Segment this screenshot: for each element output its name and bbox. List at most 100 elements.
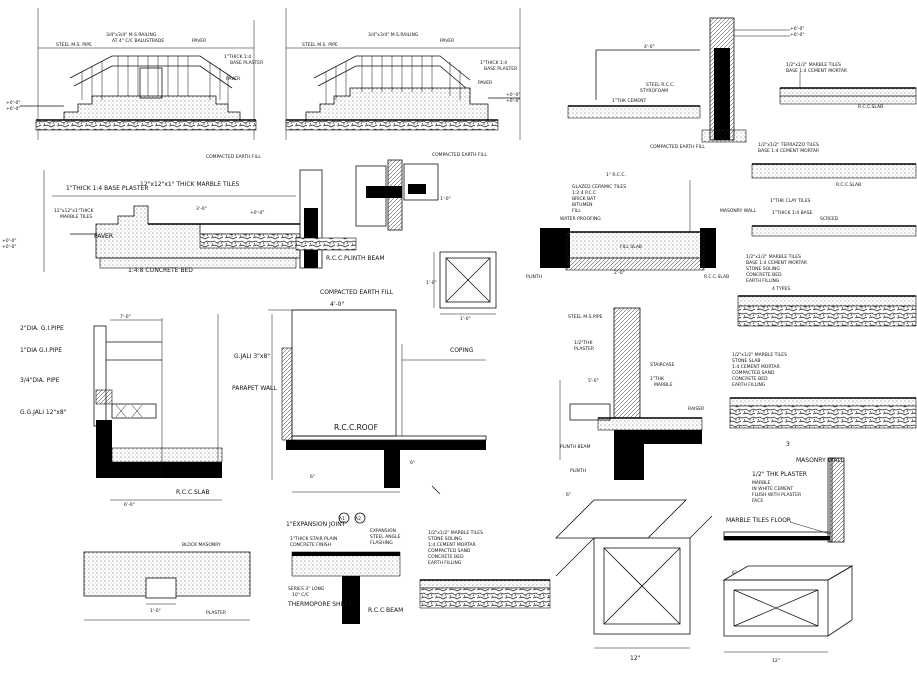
svg-text:+0'-0": +0'-0" (506, 92, 520, 98)
svg-text:COMPACTED SAND: COMPACTED SAND (732, 370, 775, 376)
svg-text:BLOCK MASONRY: BLOCK MASONRY (182, 542, 221, 548)
plinth-beam-label: R.C.C.PLINTH BEAM (326, 255, 385, 262)
gi-pipe-34-label: 3/4"DIA. PIPE (20, 377, 60, 384)
svg-text:BASE 1:4 CEMENT MORTAR: BASE 1:4 CEMENT MORTAR (786, 68, 847, 74)
svg-text:1"THICK 1:4 BASE: 1"THICK 1:4 BASE (772, 210, 813, 216)
svg-text:STONE SOLING: STONE SOLING (746, 266, 780, 272)
svg-text:1'-0": 1'-0" (150, 608, 161, 614)
floor-tank-section: GLAZED CERAMIC TILES 1:2:4 P.C.C BRICK B… (526, 172, 757, 280)
svg-text:2'-0": 2'-0" (614, 270, 625, 276)
paver-label: PAVER (94, 233, 113, 240)
svg-text:1:4 CEMENT MORTAR: 1:4 CEMENT MORTAR (428, 542, 476, 548)
svg-text:STYROFOAM: STYROFOAM (640, 88, 668, 94)
compacted-earth-label: COMPACTED EARTH FILL (320, 289, 394, 296)
svg-text:+0'-0": +0'-0" (2, 238, 16, 244)
gi-pipe-2-label: 2"DIA. G.I.PIPE (20, 325, 64, 332)
parapet-roof-section: R.C.C.ROOF G.JALI 3"x8" PARAPET WALL COP… (232, 301, 487, 495)
svg-text:7'-0": 7'-0" (120, 314, 131, 320)
steps-elevation-right: STEEL M.S. PIPE 3/4"x3/4" M.S.RAILING PA… (285, 8, 520, 158)
svg-text:R.C.C.SLAB: R.C.C.SLAB (836, 182, 861, 188)
svg-text:PAVER: PAVER (440, 38, 454, 44)
svg-text:STEEL M.S.PIPE: STEEL M.S.PIPE (568, 314, 603, 320)
svg-text:1:2:4 P.C.C: 1:2:4 P.C.C (572, 190, 596, 196)
svg-text:PLINTH: PLINTH (526, 274, 542, 280)
svg-text:R.C.C.SLAB: R.C.C.SLAB (704, 274, 729, 280)
svg-text:STONE SOLING: STONE SOLING (428, 536, 462, 542)
concrete-bed-label: 1:4:8 CONCRETE BED (128, 267, 193, 274)
svg-text:EARTH FILLING: EARTH FILLING (428, 560, 462, 566)
svg-text:IN WHITE CEMENT: IN WHITE CEMENT (752, 486, 793, 492)
svg-text:CONCRETE BED: CONCRETE BED (428, 554, 464, 560)
svg-text:BASE PLASTER: BASE PLASTER (484, 66, 517, 72)
svg-text:EARTH FILLING: EARTH FILLING (732, 382, 766, 388)
svg-text:1"THK: 1"THK (650, 376, 665, 382)
svg-text:+0'-0": +0'-0" (6, 100, 20, 106)
svg-text:COMPACTED SAND: COMPACTED SAND (428, 548, 471, 554)
dim-12-label: 12" (630, 655, 641, 662)
svg-text:6": 6" (566, 492, 571, 498)
dim-4-0-label: 4'-0" (330, 301, 344, 308)
small-box-isometric: 12" 6" (722, 565, 854, 664)
rcc-roof-label: R.C.C.ROOF (334, 423, 378, 432)
svg-text:COMPACTED EARTH FILL: COMPACTED EARTH FILL (650, 144, 705, 150)
svg-text:BITUMEN: BITUMEN (572, 202, 593, 208)
large-box-isometric: 12" 6" (555, 492, 713, 662)
floor-layer-detail-3: 1"THK CLAY TILES 1"THICK 1:4 BASE SCREED (751, 198, 917, 237)
svg-text:COMPACTED EARTH FILL: COMPACTED EARTH FILL (432, 152, 487, 158)
svg-text:SERIES 3" LONG: SERIES 3" LONG (288, 586, 325, 592)
svg-text:EXPANSION: EXPANSION (370, 528, 396, 534)
svg-text:PLINTH BEAM: PLINTH BEAM (560, 444, 590, 450)
svg-text:PLINTH: PLINTH (570, 468, 586, 474)
svg-text:+0'-0": +0'-0" (506, 98, 520, 104)
svg-text:CONCRETE BED: CONCRETE BED (732, 376, 768, 382)
masonry-wall-label: MASONRY WALL (796, 457, 845, 464)
svg-text:1"THK CLAY TILES: 1"THK CLAY TILES (770, 198, 811, 204)
svg-text:BASE 1:4 CEMENT MORTAR: BASE 1:4 CEMENT MORTAR (758, 148, 819, 154)
svg-text:1"THICK 1:4: 1"THICK 1:4 (224, 54, 251, 60)
gjali-label: G.JALI 3"x8" (234, 353, 270, 360)
floor-layer-detail-5: 1/2"x1/2" MARBLE TILES STONE SLAB 1:4 CE… (729, 352, 917, 448)
pipe-slab-section: 2"DIA. G.I.PIPE 1"DIA G.I.PIPE 3/4"DIA. … (20, 314, 223, 508)
svg-text:STAIRCASE: STAIRCASE (650, 362, 675, 368)
svg-text:STEEL M.S. PIPE: STEEL M.S. PIPE (56, 42, 92, 48)
svg-text:STEEL R.C.C.: STEEL R.C.C. (646, 82, 675, 88)
thermopore-label: THERMOPORE SHEET (287, 601, 352, 608)
svg-text:6": 6" (310, 474, 315, 480)
marker-b: A2 (355, 516, 361, 522)
svg-text:FILL: FILL (572, 208, 581, 214)
wall-floor-junction: MASONRY WALL 1/2" THK PLASTER MARBLE IN … (723, 457, 845, 543)
svg-text:1/2"x1/2" MARBLE TILES: 1/2"x1/2" MARBLE TILES (732, 352, 787, 358)
floor-layer-detail-4: 1/2"x1/2" MARBLE TILES BASE 1:4 CEMENT M… (737, 254, 917, 327)
expansion-joint-label: 1"EXPANSION JOINT (286, 521, 346, 528)
svg-text:RAISER: RAISER (688, 406, 704, 412)
svg-text:+0'-0": +0'-0" (790, 32, 804, 38)
svg-text:5'-0": 5'-0" (588, 378, 599, 384)
svg-text:1'-0": 1'-0" (460, 316, 471, 322)
svg-text:3/4"x3/4" M.S.RAILING: 3/4"x3/4" M.S.RAILING (106, 32, 157, 38)
half-plaster-label: 1/2" THK PLASTER (752, 471, 807, 478)
svg-text:1"THICK 1:4: 1"THICK 1:4 (480, 60, 507, 66)
ggjali-label: G.G.JALI 12"x8" (20, 409, 67, 416)
svg-text:1'-0": 1'-0" (426, 280, 437, 286)
svg-text:6": 6" (732, 570, 737, 576)
svg-text:AT 4" C/C BALUSTRADE: AT 4" C/C BALUSTRADE (112, 38, 164, 44)
svg-text:10" C/C: 10" C/C (292, 592, 309, 598)
svg-text:1/2"x1/2" MARBLE TILES: 1/2"x1/2" MARBLE TILES (428, 530, 483, 536)
gi-pipe-1-label: 1"DIA G.I.PIPE (20, 347, 62, 354)
svg-text:EARTH FILLING: EARTH FILLING (746, 278, 780, 284)
svg-text:1/2"x1/2" MARBLE TILES: 1/2"x1/2" MARBLE TILES (786, 62, 841, 68)
svg-text:3'-0": 3'-0" (196, 206, 207, 212)
coping-label: COPING (450, 347, 474, 354)
svg-text:PAVER: PAVER (226, 76, 240, 82)
svg-text:1"THICK STAIR PLAIN: 1"THICK STAIR PLAIN (290, 536, 337, 542)
svg-text:12": 12" (772, 658, 780, 664)
svg-text:PAVER: PAVER (478, 80, 492, 86)
svg-text:4'-0": 4'-0" (644, 44, 655, 50)
rc-beam-label: R.C.C BEAM (368, 607, 403, 614)
parapet-wall-label: PARAPET WALL (232, 385, 277, 392)
svg-text:1'-0": 1'-0" (440, 196, 451, 202)
svg-text:+0'-0": +0'-0" (2, 244, 16, 250)
svg-text:BRICK BAT: BRICK BAT (572, 196, 596, 202)
